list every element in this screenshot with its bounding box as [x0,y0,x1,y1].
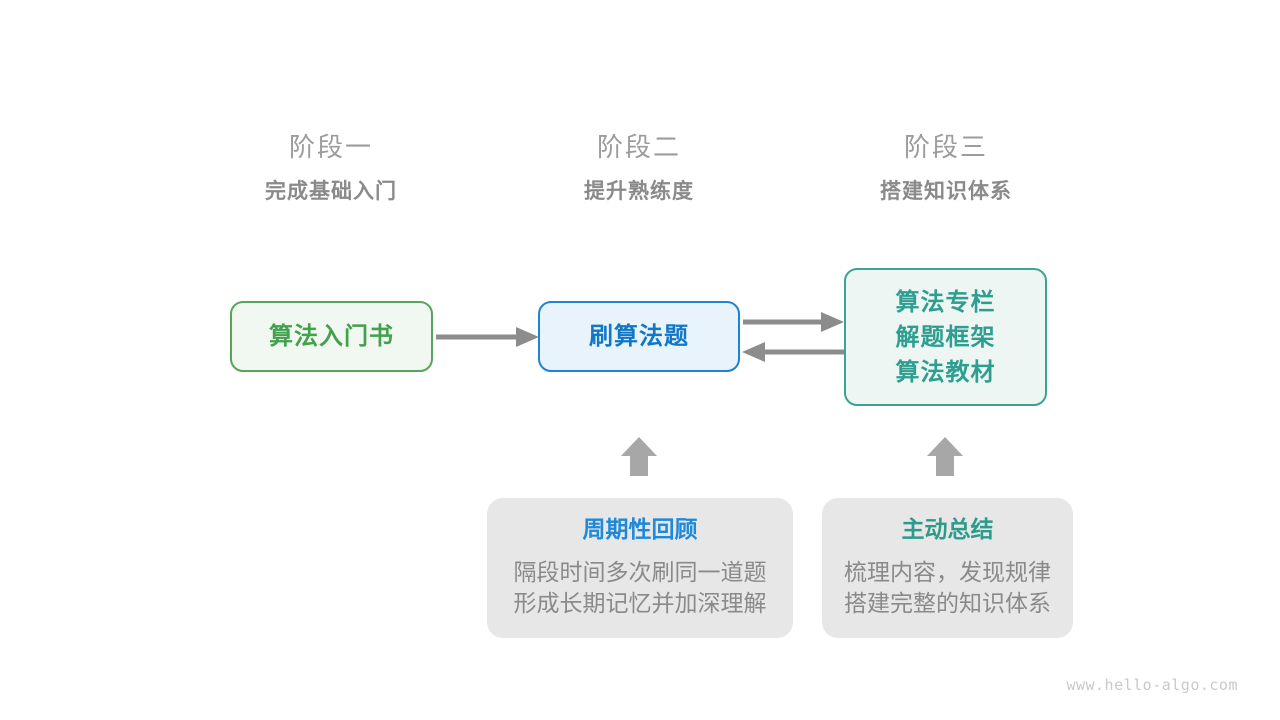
stage-2-header: 阶段二 提升熟练度 [479,132,799,204]
node-intro-book-label: 算法入门书 [269,323,394,350]
node-intro-book: 算法入门书 [230,301,433,372]
card-periodic-review: 周期性回顾 隔段时间多次刷同一道题 形成长期记忆并加深理解 [487,498,793,638]
card-active-summary-body-line-2: 搭建完整的知识体系 [844,590,1051,616]
card-active-summary-body-line-1: 梳理内容，发现规律 [844,559,1051,585]
stage-3-subtitle: 搭建知识体系 [880,180,1012,203]
card-active-summary-title: 主动总结 [901,516,994,542]
node-resources-line-1: 算法专栏 [895,288,996,316]
stage-2-subtitle: 提升熟练度 [584,180,694,203]
arrow-resources-to-practice-head [742,342,765,362]
stage-1-title: 阶段一 [288,132,373,162]
card-periodic-review-body-line-1: 隔段时间多次刷同一道题 [513,559,767,585]
stage-1-subtitle: 完成基础入门 [265,180,397,203]
card-periodic-review-title: 周期性回顾 [582,516,698,542]
stage-3-title: 阶段三 [903,132,988,162]
node-resources: 算法专栏 解题框架 算法教材 [844,268,1047,406]
block-up-arrow-review [621,437,657,476]
block-up-arrow-summary [927,437,963,476]
card-periodic-review-body: 隔段时间多次刷同一道题 形成长期记忆并加深理解 [487,557,793,619]
node-resources-line-3: 算法教材 [895,358,996,386]
stage-1-header: 阶段一 完成基础入门 [171,132,491,204]
stage-3-header: 阶段三 搭建知识体系 [786,132,1106,204]
arrow-practice-to-resources-head [821,312,844,332]
card-periodic-review-body-line-2: 形成长期记忆并加深理解 [513,590,767,616]
card-active-summary: 主动总结 梳理内容，发现规律 搭建完整的知识体系 [822,498,1073,638]
node-practice-label: 刷算法题 [589,323,689,350]
watermark: www.hello-algo.com [1066,676,1238,694]
node-practice: 刷算法题 [538,301,740,372]
node-resources-line-2: 解题框架 [895,323,996,351]
card-active-summary-body: 梳理内容，发现规律 搭建完整的知识体系 [822,557,1073,619]
stage-2-title: 阶段二 [596,132,681,162]
arrow-intro-to-practice-head [516,327,539,347]
